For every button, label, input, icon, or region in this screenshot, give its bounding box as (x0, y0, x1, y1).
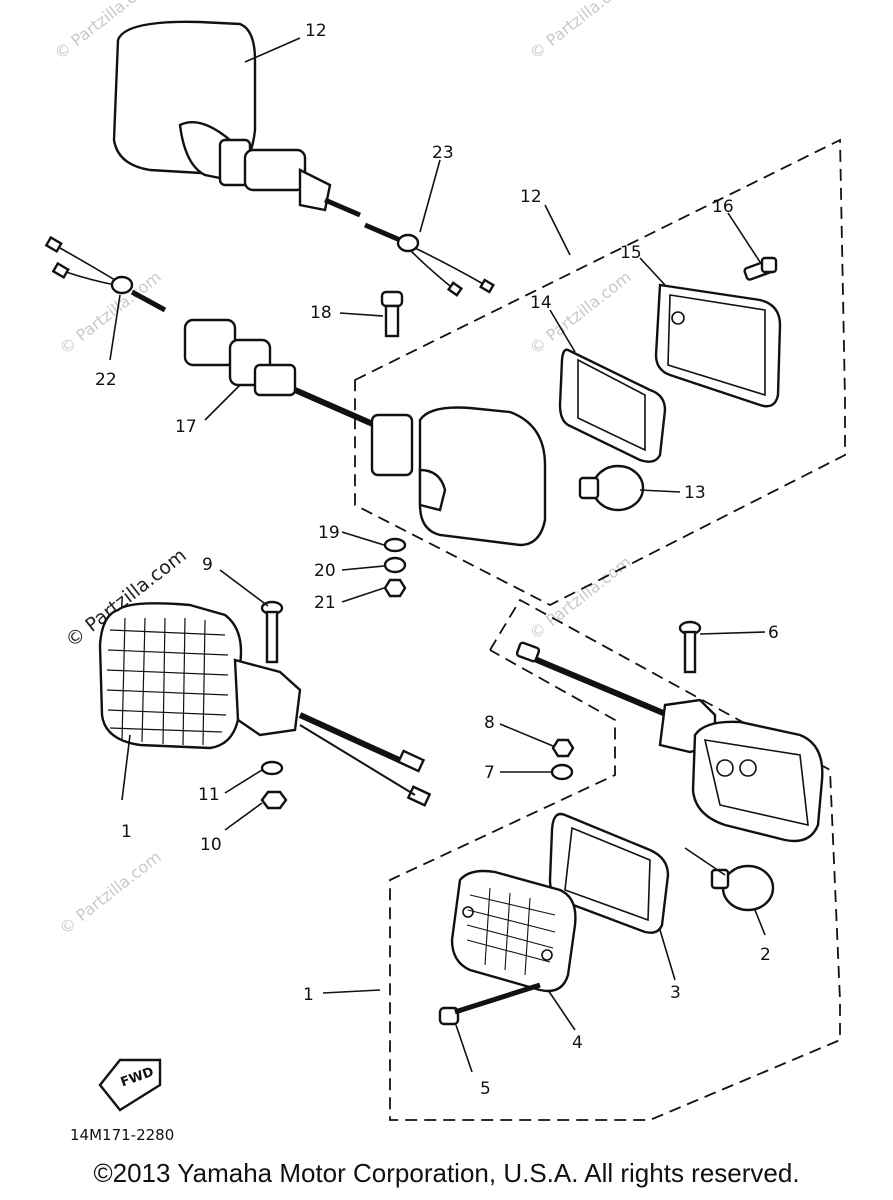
callout-label: 22 (95, 370, 117, 390)
flasher-lens-upper-left (112, 20, 361, 218)
wire-harness-22 (44, 235, 167, 313)
callout-label: 11 (198, 785, 220, 805)
callout-label: 16 (712, 197, 734, 217)
leader-lines (109, 37, 766, 1073)
callout-label: 7 (484, 763, 495, 783)
watermark: © Partzilla.com (56, 267, 165, 358)
washer-11 (260, 760, 284, 776)
flasher-body-lower-right (515, 641, 824, 843)
watermark: © Partzilla.com (526, 0, 635, 63)
callout-label: 6 (768, 623, 779, 643)
callout-label: 13 (684, 483, 706, 503)
washers-19-21 (383, 537, 407, 598)
wire-harness-23 (364, 222, 495, 297)
screw-6 (678, 620, 702, 674)
callout-label: 23 (432, 143, 454, 163)
screw-5 (438, 982, 541, 1026)
gasket-14 (558, 348, 667, 463)
flasher-body-upper-right (370, 406, 547, 547)
lens-15 (654, 283, 782, 408)
drawing-code: 14M171-2280 (70, 1126, 174, 1144)
watermark: © Partzilla.com (526, 552, 635, 643)
callout-label: 10 (200, 835, 222, 855)
stay-17 (183, 318, 377, 428)
nut-10 (260, 790, 288, 810)
nut-8 (551, 738, 575, 758)
callout-label: 5 (480, 1079, 491, 1099)
flasher-assembly-lower-left (98, 602, 432, 807)
screw-16 (743, 256, 778, 281)
assembly-boundaries (354, 138, 846, 1121)
watermark: © Partzilla.com (56, 847, 165, 938)
callout-label: 1 (303, 985, 314, 1005)
callout-label: 1 (121, 822, 132, 842)
screw-18 (380, 290, 404, 338)
callout-label: 17 (175, 417, 197, 437)
screw-9 (260, 600, 284, 664)
bulb-13 (578, 464, 645, 512)
callout-label: 4 (572, 1033, 583, 1053)
copyright-footer: ©2013 Yamaha Motor Corporation, U.S.A. A… (93, 1158, 800, 1188)
callout-label: 2 (760, 945, 771, 965)
assembly-boundary-lower (389, 598, 841, 1121)
bulb-2 (710, 864, 775, 912)
callout-label: 21 (314, 593, 336, 613)
callout-label: 14 (530, 293, 552, 313)
callout-label: 20 (314, 561, 336, 581)
assembly-boundary-upper (354, 138, 846, 607)
lens-4 (450, 869, 577, 993)
callout-labels: 1 1 2 3 4 5 6 7 8 9 10 11 12 12 13 14 15… (95, 21, 779, 1099)
fwd-badge: FWD (98, 1058, 162, 1112)
callout-label: 18 (310, 303, 332, 323)
washer-7 (550, 763, 574, 781)
callout-label: 19 (318, 523, 340, 543)
callout-label: 9 (202, 555, 213, 575)
callout-label: 12 (305, 21, 327, 41)
callout-label: 8 (484, 713, 495, 733)
callout-label: 12 (520, 187, 542, 207)
gasket-3 (548, 812, 670, 934)
callout-label: 3 (670, 983, 681, 1003)
callout-label: 15 (620, 243, 642, 263)
